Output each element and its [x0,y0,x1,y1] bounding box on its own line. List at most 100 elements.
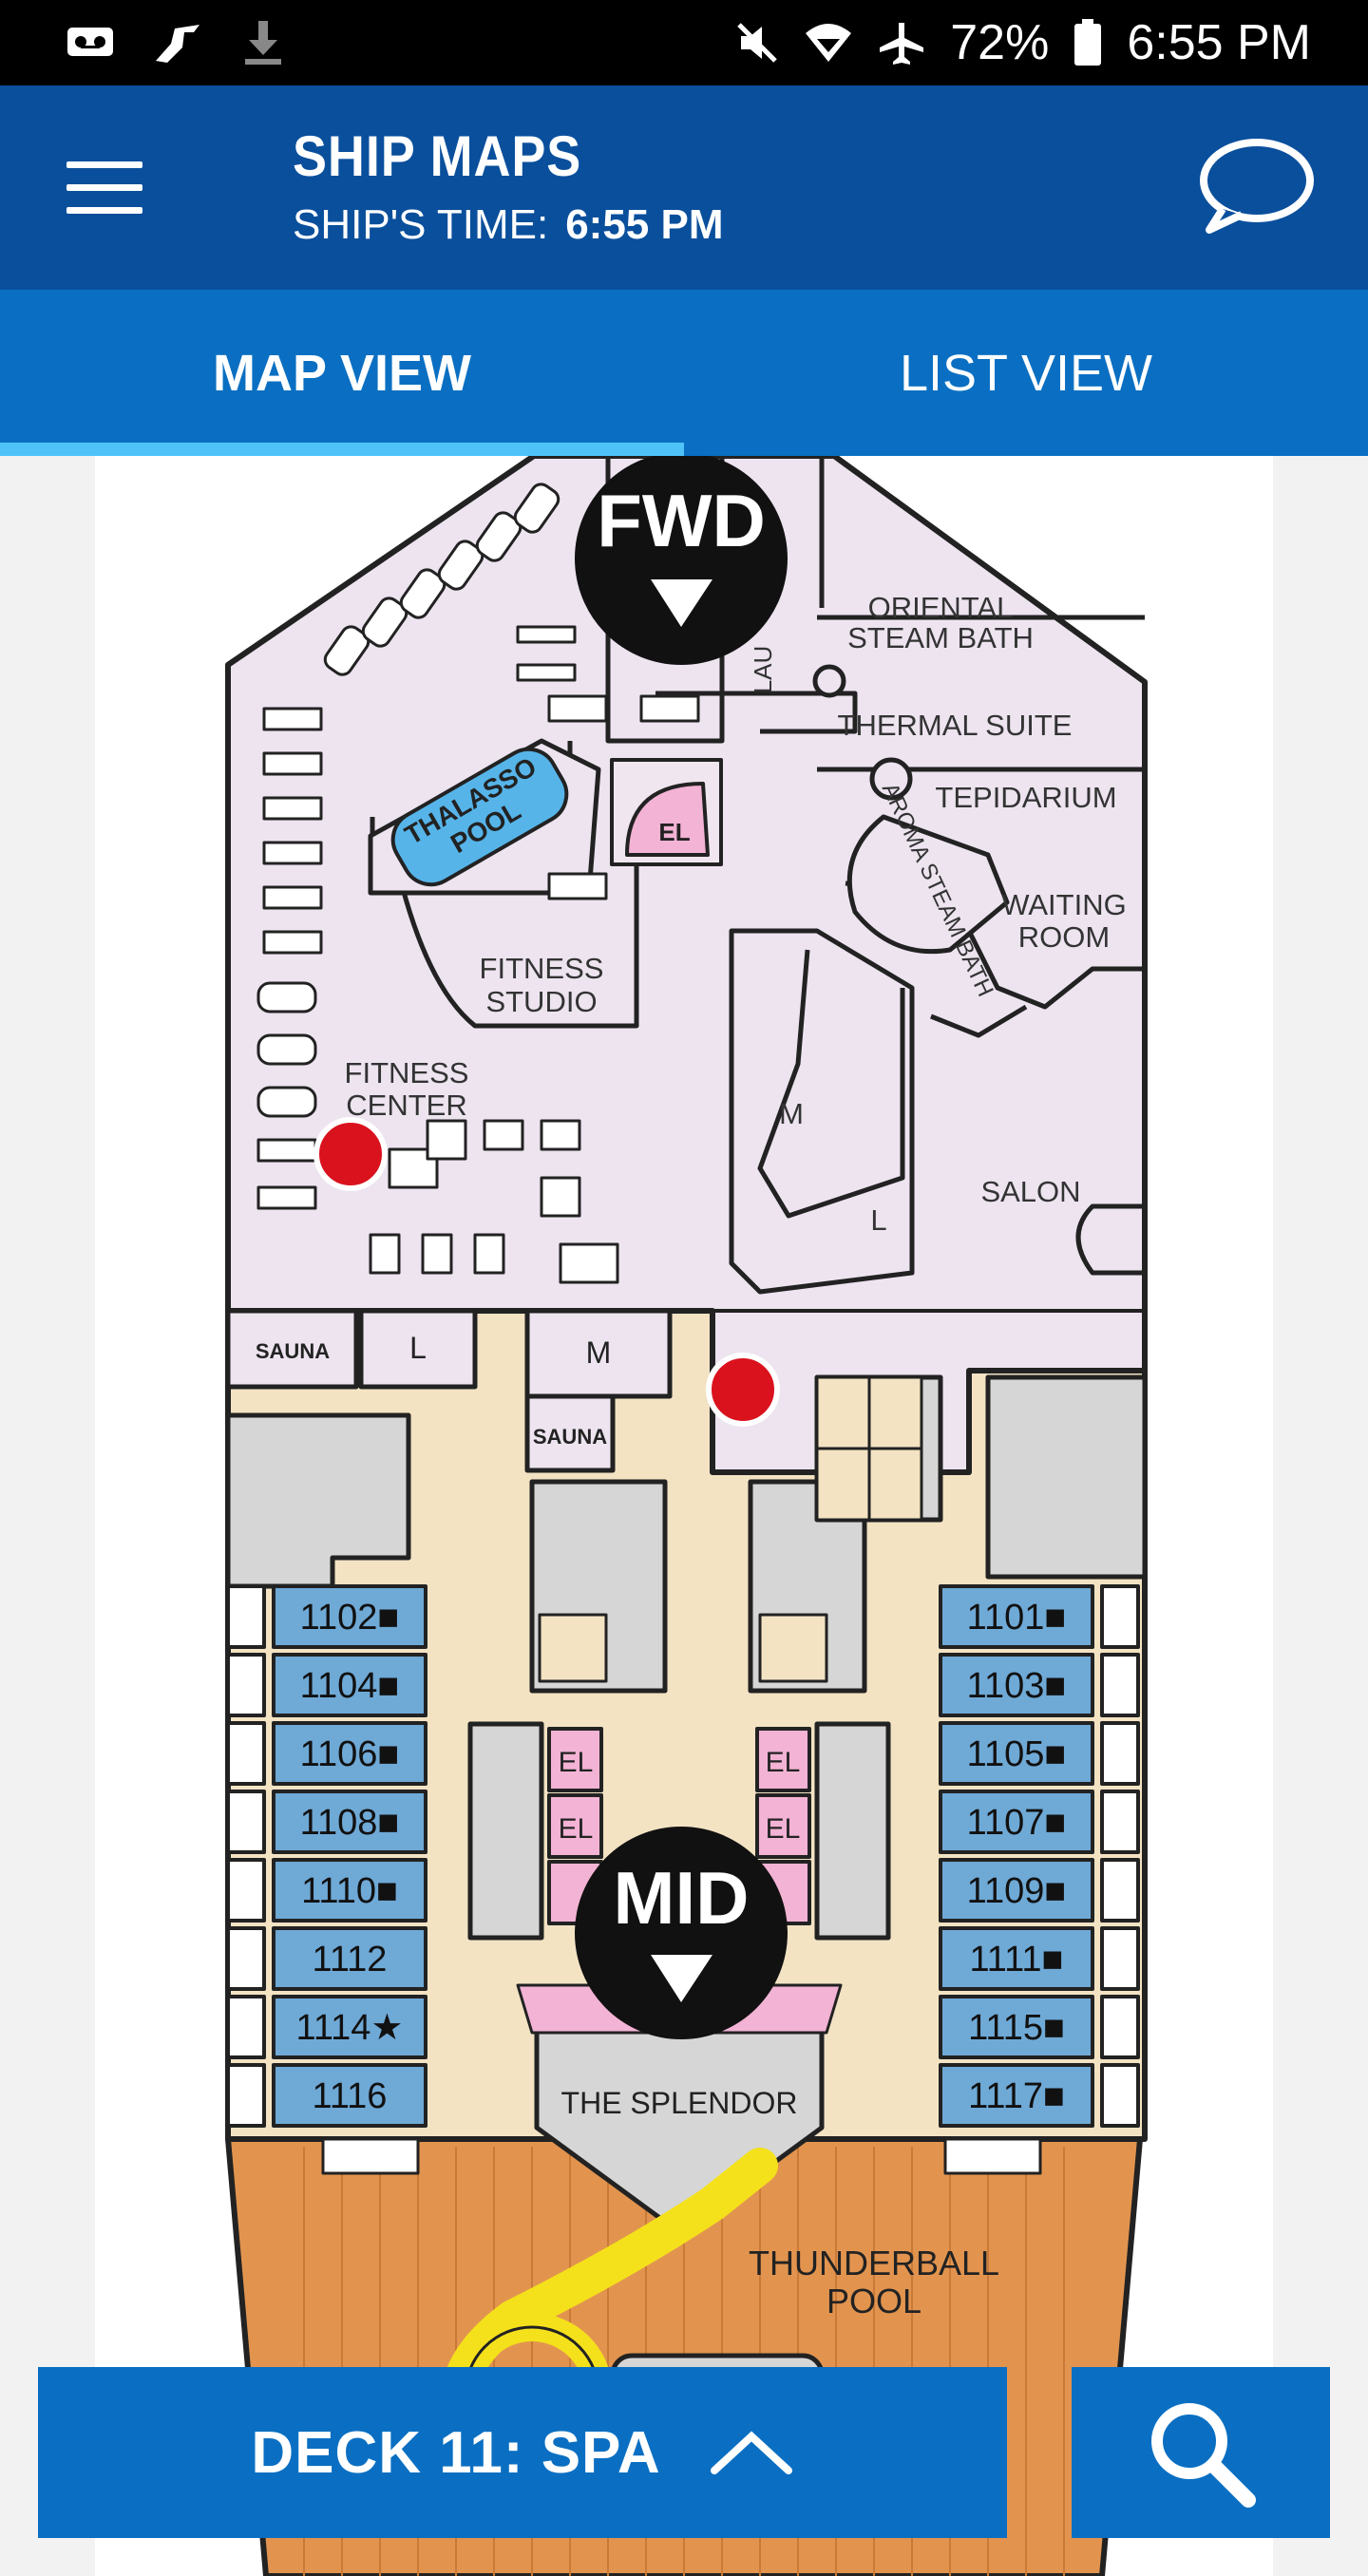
cabin-number: 1102■ [300,1598,400,1638]
cabin-balcony [1100,1790,1140,1854]
cabin-balcony [1100,1995,1140,2059]
cabin[interactable] [272,1995,428,2059]
cabin[interactable] [272,1926,428,1991]
airplane-icon [880,23,924,65]
waiting-room-label-1: WAITING [1001,888,1126,921]
cabin-number: 1116 [313,2076,388,2116]
cabin-number: 1109■ [967,1871,1067,1911]
mute-icon [737,23,778,63]
cabin-balcony [1100,1926,1140,1991]
thalasso-pool: THALASSO POOL [368,738,601,896]
oriental-steam-bath-label-1: ORIENTAL [868,591,1014,624]
app-header: SHIP MAPS SHIP'S TIME: 6:55 PM [0,85,1368,290]
deck-label: DECK 11: SPA [251,2419,661,2486]
cabin[interactable] [939,1926,1094,1991]
page-title: SHIP MAPS [293,124,582,188]
laundry-label: LAU [749,646,777,694]
deck-map[interactable]: THALASSO POOL EL ORIENTAL STEAM BATH THE… [95,456,1273,2576]
ladies-room-label-1: L [870,1203,886,1237]
fitness-studio-label-1: FITNESS [480,952,604,985]
ladies-room-label-2: L [409,1331,427,1365]
status-time: 6:55 PM [1127,15,1311,70]
cabin[interactable] [272,1858,428,1923]
cabin-number: 1114★ [296,2008,404,2048]
cabin[interactable] [939,1858,1094,1923]
cabin[interactable] [939,1653,1094,1717]
cabin-number: 1112 [313,1940,388,1979]
battery-percent: 72% [950,15,1050,70]
fitness-center-label-1: FITNESS [345,1056,469,1089]
cabin-number: 1111■ [969,1940,1063,1979]
thermal-suite-label: THERMAL SUITE [838,709,1073,742]
cabin-balcony [1100,1584,1140,1649]
status-bar: 72% 6:55 PM [0,0,1368,85]
wifi-icon [806,24,852,62]
oriental-steam-bath-label-2: STEAM BATH [847,621,1034,654]
salon-label: SALON [980,1175,1080,1208]
cabin-balcony [226,1926,266,1991]
cabin[interactable] [939,2063,1094,2128]
active-tab-indicator [0,443,684,456]
cabin-balcony [226,1995,266,2059]
mid-badge: MID [575,1827,788,2039]
tepidarium-label: TEPIDARIUM [935,781,1116,814]
hamburger-menu-icon[interactable] [66,161,142,215]
cabin-balcony [226,2063,266,2128]
cabin-number: 1115■ [968,2008,1065,2048]
view-tabs: MAP VIEW LIST VIEW [0,290,1368,456]
the-splendor-label: THE SPLENDOR [561,2086,798,2120]
thunderball-label-2: POOL [826,2282,922,2320]
cabin-balcony [1100,2063,1140,2128]
cabin[interactable] [272,1790,428,1854]
chat-bubble-icon[interactable] [1192,133,1316,237]
cabin-number: 1106■ [300,1734,400,1774]
cabins-right: 1101■1103■1105■1107■1109■1111■1115■1117■ [939,1584,1140,2128]
deck-selector-button[interactable]: DECK 11: SPA [38,2367,1007,2538]
elevator-label-r1: EL [766,1747,801,1778]
cabin-number: 1103■ [967,1666,1067,1706]
ship-time: SHIP'S TIME: 6:55 PM [293,201,724,249]
elevator-label: EL [658,818,690,846]
cabin-number: 1110■ [301,1871,398,1911]
location-marker-fitness[interactable] [314,1117,388,1191]
cabins-left: 1102■ 1104■ 1106■ 1108■ 1110■ 1112 1114★ 1116 [226,1584,428,2128]
cabin-balcony [1100,1858,1140,1923]
fwd-badge: FWD [575,456,788,665]
chevron-up-icon [710,2431,792,2474]
cabin-number: 1101■ [967,1598,1067,1638]
sauna-label-2: SAUNA [533,1425,607,1449]
fitness-center-label-2: CENTER [346,1089,466,1122]
cabin-balcony [226,1858,266,1923]
elevator-label-r2: EL [766,1813,801,1845]
sauna-label-1: SAUNA [256,1339,330,1363]
ship-time-label: SHIP'S TIME: [293,201,549,248]
fwd-label: FWD [597,479,766,562]
cabin-balcony [226,1721,266,1786]
cabin-balcony [1100,1653,1140,1717]
cabin-number: 1108■ [300,1803,400,1843]
cabin-number: 1117■ [968,2076,1065,2116]
cabin[interactable] [272,1584,428,1649]
tab-list-view[interactable]: LIST VIEW [899,344,1153,402]
waiting-room-label-2: ROOM [1018,920,1110,954]
cabin[interactable] [939,1790,1094,1854]
cabin[interactable] [939,1995,1094,2059]
location-marker-restroom[interactable] [706,1353,780,1427]
mens-room-label-1: M [779,1097,804,1130]
cabin-balcony [226,1584,266,1649]
elevator-label-l1: EL [559,1747,594,1778]
cabin[interactable] [272,1653,428,1717]
cabin[interactable] [272,1721,428,1786]
ship-icon [156,25,200,63]
cabin[interactable] [939,1584,1094,1649]
cabin-number: 1104■ [300,1666,400,1706]
ship-time-value: 6:55 PM [565,201,724,248]
cabin[interactable] [272,2063,428,2128]
cabin[interactable] [939,1721,1094,1786]
search-button[interactable] [1072,2367,1330,2538]
cabin-balcony [1100,1721,1140,1786]
voicemail-icon [67,28,113,56]
cabin-number: 1107■ [967,1803,1067,1843]
download-icon [245,21,281,65]
tab-map-view[interactable]: MAP VIEW [212,344,472,402]
